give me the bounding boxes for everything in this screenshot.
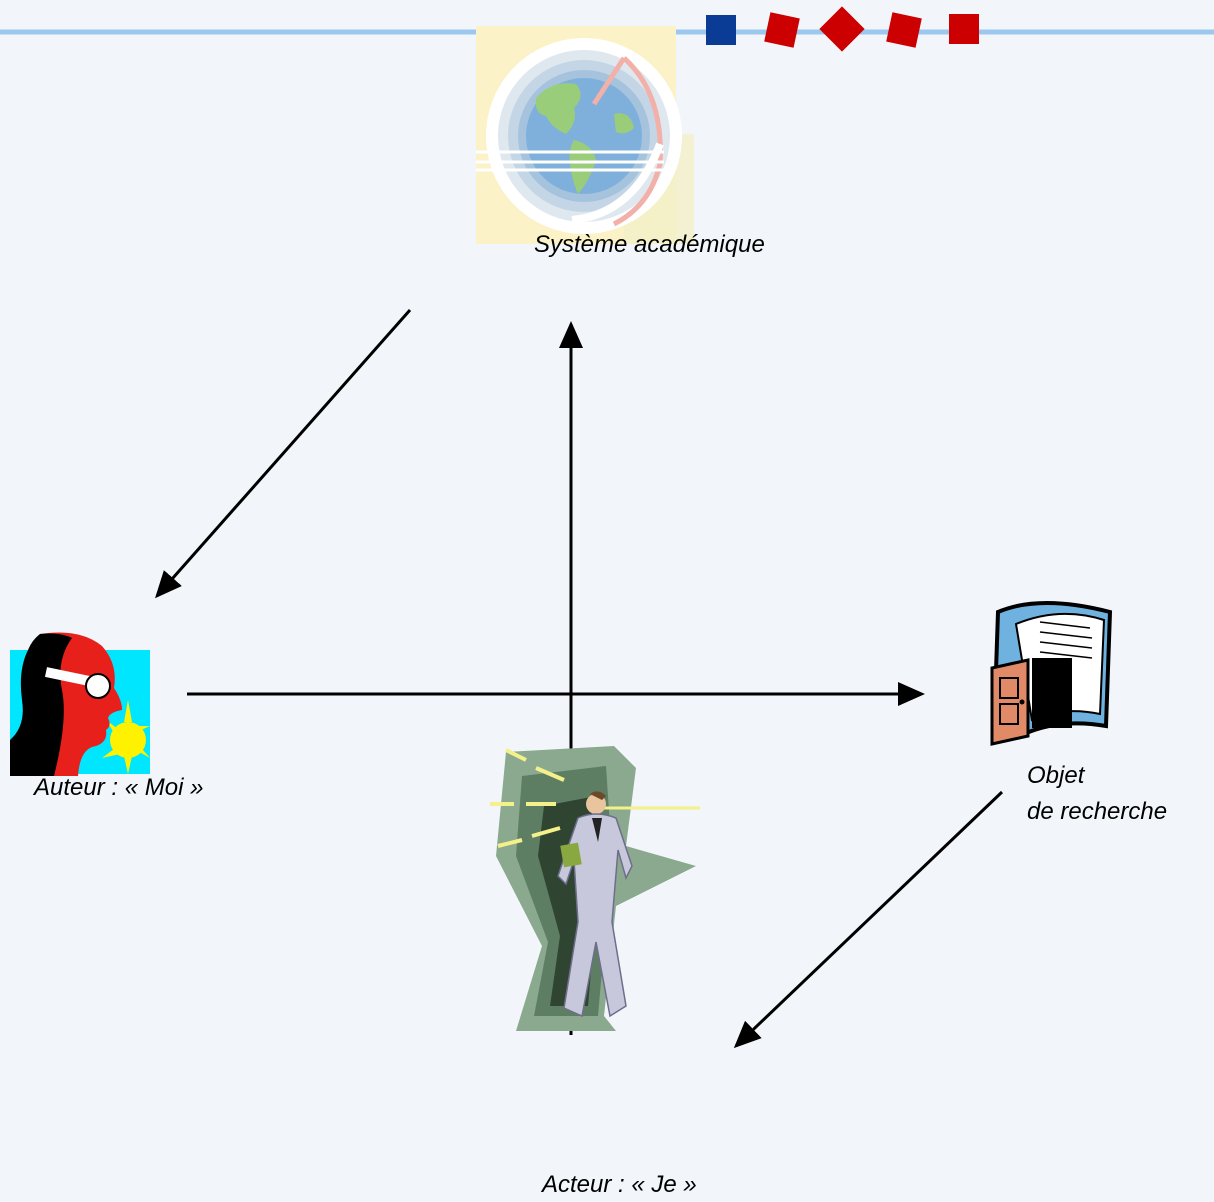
man-in-spotlight-icon	[490, 746, 700, 1031]
open-book-door-icon	[990, 601, 1113, 746]
thinker-head-icon	[10, 632, 150, 776]
marker-square-red-1	[764, 12, 800, 48]
object-label-line2: de recherche	[1027, 798, 1168, 825]
author-label: Auteur : « Moi »	[34, 774, 204, 801]
marker-square-red-2	[886, 12, 922, 48]
arrow-system-to-author	[155, 309, 412, 599]
marker-square-red-3	[949, 14, 979, 44]
globe-icon	[476, 26, 694, 244]
marker-square-blue	[706, 15, 736, 45]
system-label: Système académique	[534, 231, 765, 258]
arrow-object-to-actor	[733, 790, 1004, 1049]
object-label-line1: Objet	[1027, 762, 1085, 789]
actor-label: Acteur : « Je »	[542, 1171, 697, 1198]
